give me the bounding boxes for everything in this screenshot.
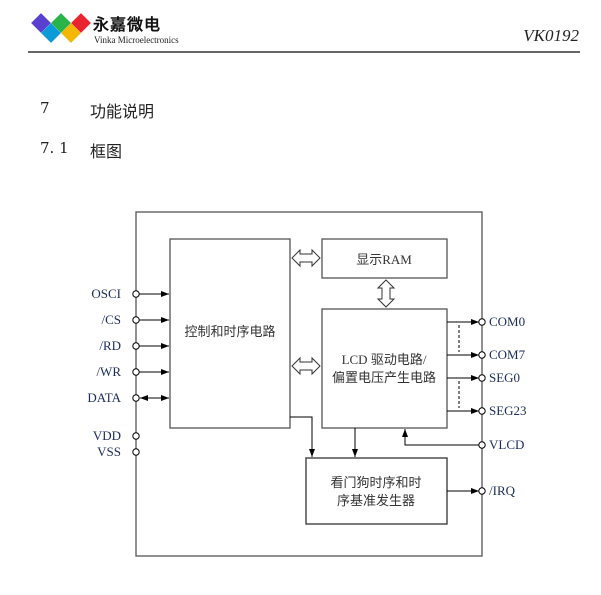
left-pins [132,290,169,456]
document-id: VK0192 [523,26,579,45]
pin-label-seg0: SEG0 [489,370,520,385]
brand-name-en: Vinka Microelectronics [94,35,179,45]
pin-label-vdd: VDD [93,428,121,443]
pin-vss [132,448,140,456]
brand-name-cn: 永嘉微电 [93,15,162,34]
section-title: 功能说明 [90,102,155,121]
pin-osci [132,290,140,298]
pin-label-osci: OSCI [91,286,121,301]
lcd-driver-block [321,308,448,429]
lcd-driver-label-2: 偏置电压产生电路 [332,370,436,385]
ctrl-to-watchdog-arrow [290,416,315,457]
section-number: 7 [40,99,50,117]
pin-seg23 [478,407,486,415]
pin-data [132,394,140,402]
pin-wr [132,368,140,376]
display-ram-label: 显示RAM [356,252,412,267]
pin-vdd [132,432,140,440]
header-divider [28,51,580,53]
pin-label-wr: /WR [96,364,121,379]
pin-cs [132,316,140,324]
pin-irq [478,487,486,495]
display-ram-block [321,238,448,279]
pin-label-com0: COM0 [489,314,525,329]
subsection-number: 7. 1 [40,139,69,157]
control-timing-block [169,238,291,429]
right-pins [402,318,486,495]
control-timing-label: 控制和时序电路 [184,324,275,339]
pin-vlcd [478,441,486,449]
pin-label-vss: VSS [97,444,121,459]
pin-label-seg23: SEG23 [489,403,527,418]
pin-com7 [478,351,486,359]
bus-arrow-ram-lcd [376,279,396,308]
watchdog-label-1: 看门狗时序和时 [330,475,421,490]
watchdog-block [305,457,448,525]
bus-arrow-ctrl-lcd [291,356,321,376]
chip-boundary [135,211,483,557]
bus-arrow-ctrl-ram [291,248,321,268]
pin-rd [132,342,140,350]
pin-label-com7: COM7 [489,347,526,362]
pin-label-vlcd: VLCD [489,437,524,452]
watchdog-label-2: 序基准发生器 [337,493,415,508]
pin-com0 [478,318,486,326]
pin-label-irq: /IRQ [489,483,516,498]
pin-label-cs: /CS [101,312,121,327]
subsection-title: 框图 [90,142,123,161]
lcd-driver-label-1: LCD 驱动电路/ [342,352,427,367]
pin-seg0 [478,374,486,382]
pin-label-rd: /RD [99,338,121,353]
pin-label-data: DATA [87,390,121,405]
